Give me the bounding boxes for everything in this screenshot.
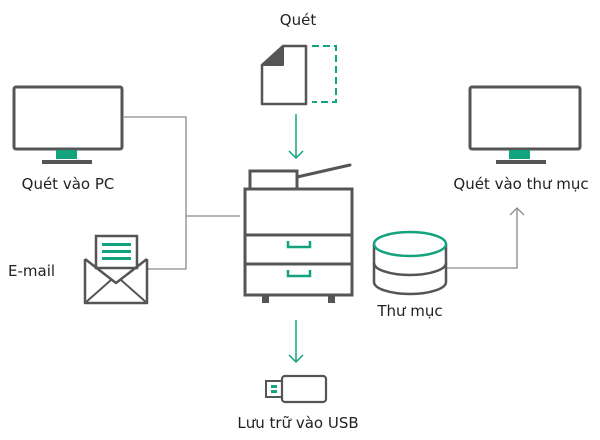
scan-to-folder-label: Quét vào thư mục: [453, 175, 589, 193]
document-scan-icon: [260, 44, 337, 106]
arrow-scan-to-printer: [288, 114, 304, 160]
connector-lines: [124, 116, 518, 270]
monitor-icon: [12, 85, 124, 164]
save-to-usb-label: Lưu trữ vào USB: [237, 414, 359, 432]
multifunction-printer-icon: [243, 163, 354, 303]
connector-folder-to-pc: [447, 208, 518, 269]
usb-drive-icon: [265, 374, 328, 404]
scan-label: Quét: [279, 11, 317, 29]
scan-to-pc-label: Quét vào PC: [21, 175, 115, 193]
database-icon: [372, 230, 448, 296]
monitor-icon-right: [468, 85, 582, 164]
email-label: E-mail: [8, 262, 56, 280]
folder-label: Thư mục: [377, 302, 443, 320]
arrow-up-to-folder-pc: [509, 207, 525, 216]
connector-pc-email: [124, 116, 187, 270]
envelope-icon: [83, 234, 149, 305]
arrow-printer-to-usb: [288, 320, 304, 364]
